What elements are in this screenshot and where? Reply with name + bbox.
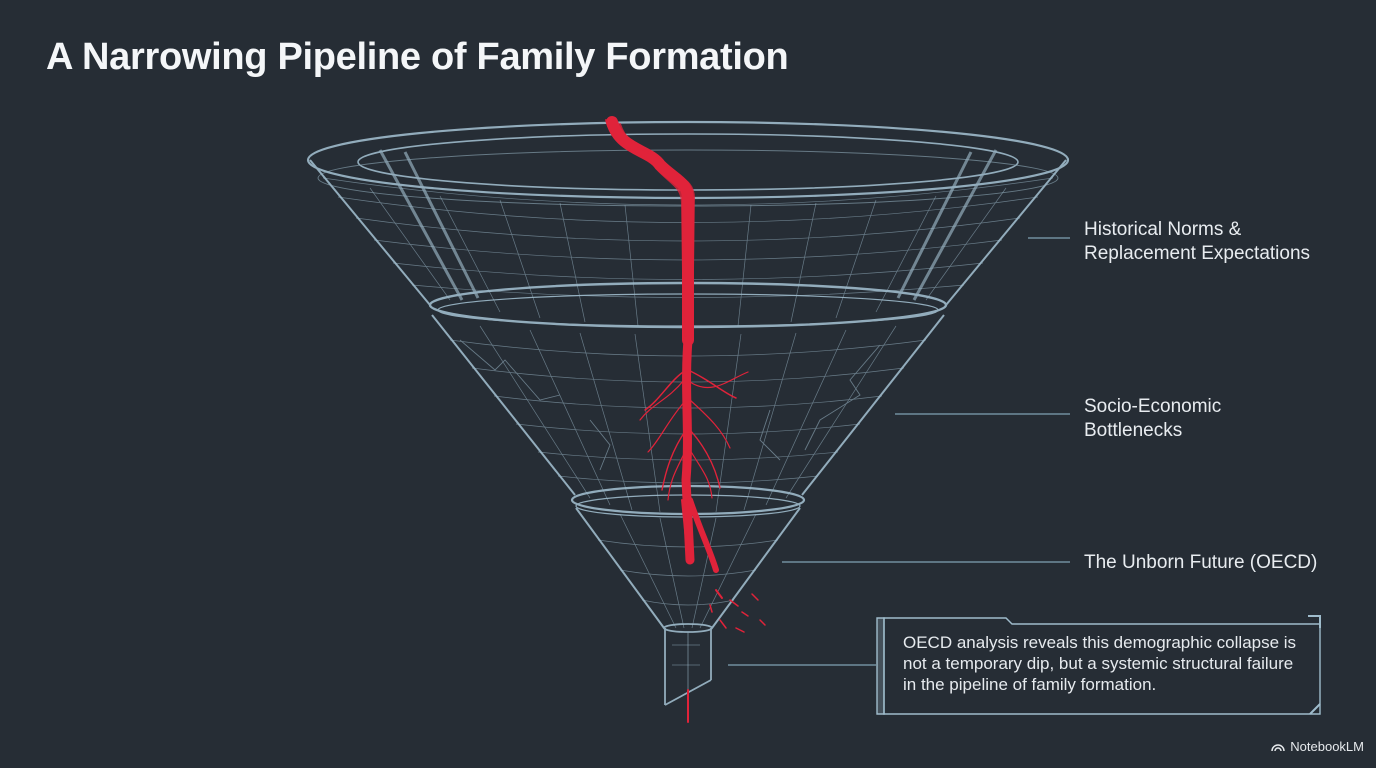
stage-label-unborn-future: The Unborn Future (OECD) bbox=[1084, 552, 1318, 573]
leader-lines bbox=[728, 237, 1070, 666]
red-thread-main bbox=[606, 116, 694, 346]
callout-frame bbox=[876, 615, 1321, 715]
callout-box: OECD analysis reveals this demographic c… bbox=[903, 633, 1297, 694]
red-thread bbox=[605, 116, 766, 723]
brand-name: NotebookLM bbox=[1290, 739, 1364, 754]
stage-label-historical-norms: Historical Norms & Replacement Expectati… bbox=[1084, 219, 1311, 264]
brand-watermark: NotebookLM bbox=[1271, 739, 1364, 754]
notebooklm-logo-icon bbox=[1271, 743, 1286, 751]
page-title: A Narrowing Pipeline of Family Formation bbox=[46, 36, 789, 78]
funnel-spout-rim bbox=[663, 623, 713, 633]
stage-label-socio-economic: Socio-Economic Bottlenecks bbox=[1084, 396, 1222, 441]
